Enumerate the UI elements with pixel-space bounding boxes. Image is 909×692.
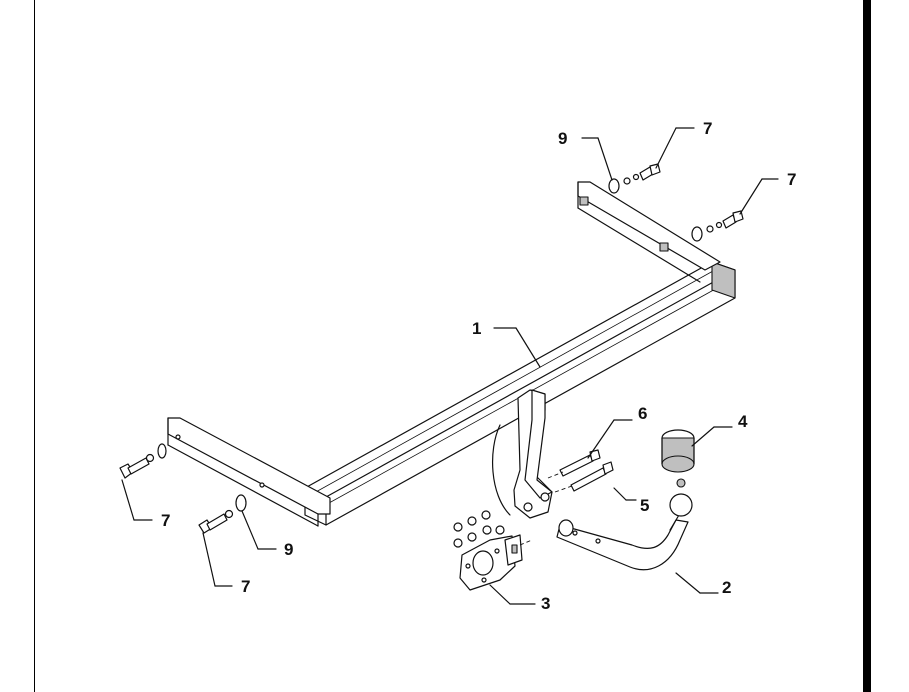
- callout-9-bottom: 9: [284, 540, 293, 559]
- left-side-bracket: [167, 417, 331, 515]
- tow-ball: [669, 493, 693, 517]
- callout-2: 2: [722, 578, 731, 597]
- leader-lines: [121, 127, 779, 605]
- socket-plate-assembly: [453, 510, 533, 591]
- callout-7-bottom: 7: [241, 577, 250, 596]
- lock-washer: [145, 453, 155, 463]
- callout-9-top: 9: [558, 129, 567, 148]
- callout-7-right: 7: [787, 170, 796, 189]
- right-side-bracket: [577, 181, 721, 271]
- callout-labels: 1 2 3 4 5 6 7 7 7 7 9 9: [161, 119, 796, 613]
- callout-7-top: 7: [703, 119, 712, 138]
- flat-washer: [157, 443, 167, 459]
- callout-1: 1: [472, 319, 481, 338]
- page-frame-right: [863, 0, 871, 692]
- callout-5: 5: [640, 496, 649, 515]
- callout-3: 3: [541, 594, 550, 613]
- tow-ball-neck: [556, 478, 693, 571]
- ball-cover: [661, 429, 695, 473]
- callout-4: 4: [738, 412, 748, 431]
- callout-6: 6: [638, 404, 647, 423]
- mounting-bolts: [547, 449, 614, 493]
- crossbar-assembly: [167, 181, 736, 527]
- page-frame-left: [34, 0, 35, 692]
- callout-7-left: 7: [161, 511, 170, 530]
- right-hardware: [608, 163, 744, 242]
- left-hardware: [119, 443, 247, 534]
